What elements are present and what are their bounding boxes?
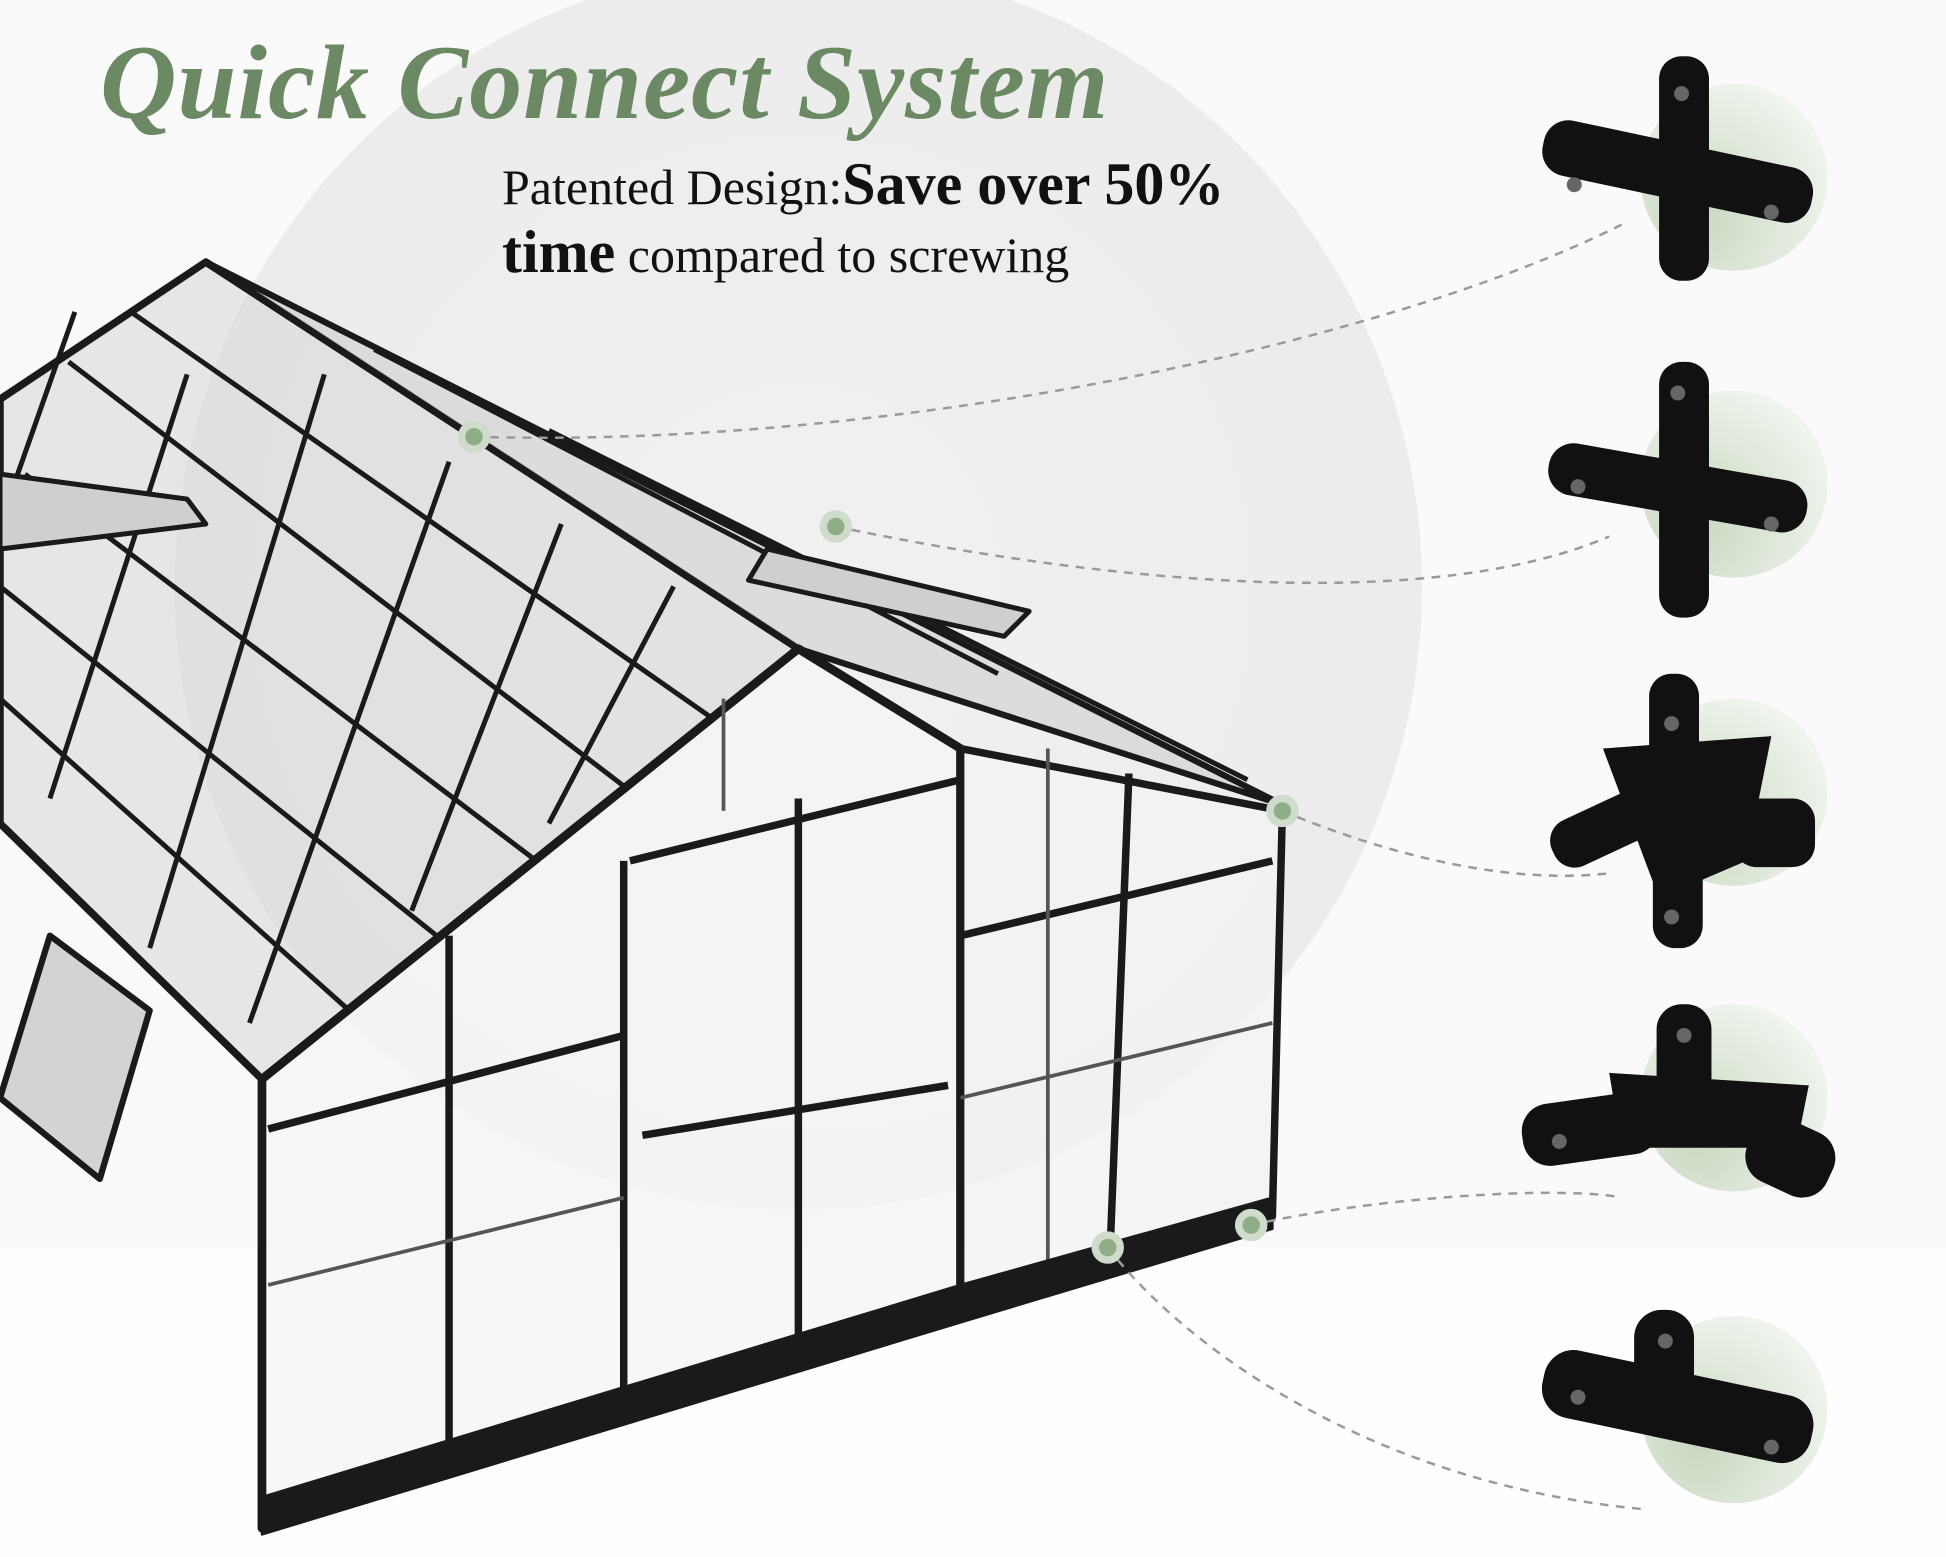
connection-points (457, 420, 1299, 1264)
greenhouse-illustration (0, 258, 1287, 1536)
subtitle-highlight-time: time (502, 219, 616, 285)
connector-1 (1542, 56, 1828, 281)
subtitle-label: Patented Design: (502, 159, 843, 215)
three-way-base-connector-icon (1521, 1004, 1836, 1198)
wall-frame (258, 773, 1274, 1529)
connector-3 (1550, 673, 1828, 949)
corner-five-way-connector-icon (1550, 673, 1816, 949)
page-title: Quick Connect System (100, 24, 1110, 141)
roof-right-slope (202, 258, 1286, 808)
subtitle-rest: compared to screwing (615, 227, 1070, 283)
connector-4 (1521, 1004, 1836, 1198)
leader-lines (473, 223, 1647, 1511)
connector-2 (1548, 361, 1828, 618)
connector-5 (1541, 1309, 1828, 1504)
subtitle-highlight: Save over 50% (842, 151, 1225, 217)
cross-connector-icon (1548, 361, 1808, 618)
subtitle-line-2: time compared to screwing (502, 218, 1069, 287)
base-rail (260, 1196, 1274, 1536)
roof-vent-left (0, 471, 209, 552)
interior-frame (267, 698, 1273, 1298)
t-base-connector-icon (1541, 1309, 1814, 1464)
subtitle-line-1: Patented Design:Save over 50% (502, 150, 1224, 219)
side-window (0, 932, 153, 1183)
four-way-connector-icon (1542, 56, 1814, 281)
roof-vent (745, 546, 1032, 639)
